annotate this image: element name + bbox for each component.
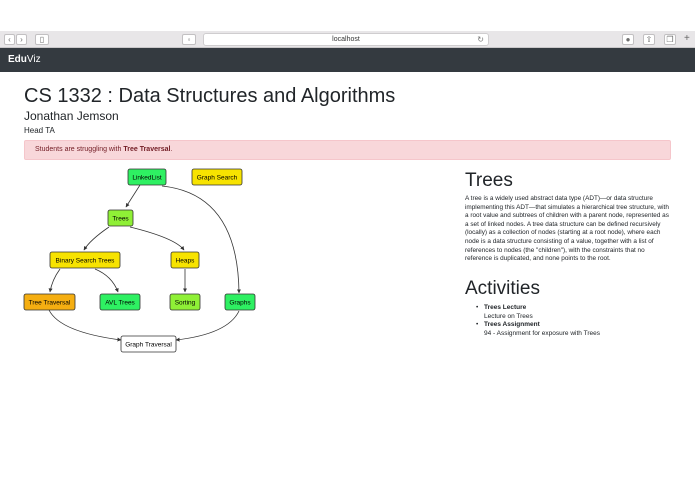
brand-logo[interactable]: EduViz: [8, 53, 41, 67]
activity-item[interactable]: • Trees Lecture Lecture on Trees: [476, 304, 676, 321]
node-box: [23, 293, 76, 311]
activity-detail: 94 - Assignment for exposure with Trees: [484, 329, 600, 337]
edge-linkedlist-graphs: [161, 185, 241, 294]
forward-button[interactable]: ›: [16, 34, 27, 45]
edge-linkedlist-trees: [125, 184, 141, 208]
window-top: [0, 0, 695, 31]
topic-graph: LinkedList Graph Search Trees Binary Sea…: [23, 168, 256, 353]
node-label: Trees: [112, 216, 129, 223]
node-label: AVL Trees: [105, 300, 135, 307]
sidebar-icon: ▯: [39, 35, 45, 44]
address-bar[interactable]: localhost ↻: [203, 33, 489, 46]
user-name: Jonathan Jemson: [24, 109, 119, 123]
node-label: LinkedList: [132, 175, 161, 182]
graph-nodes: LinkedList Graph Search Trees Binary Sea…: [23, 168, 256, 353]
node-box: [170, 251, 200, 269]
topic-title: Trees: [465, 170, 513, 191]
activities-list: • Trees Lecture Lecture on Trees • Trees…: [476, 304, 676, 338]
edge-trees-heaps: [129, 226, 185, 251]
edge-treetraversal-graphtraversal: [48, 309, 122, 342]
node-label: Graphs: [229, 300, 251, 307]
node-trees[interactable]: Trees: [107, 209, 134, 227]
node-linkedlist[interactable]: LinkedList: [127, 168, 167, 186]
node-binary-search-trees[interactable]: Binary Search Trees: [49, 251, 121, 269]
user-role: Head TA: [24, 126, 55, 135]
node-box: [49, 251, 121, 269]
node-heaps[interactable]: Heaps: [170, 251, 200, 269]
course-title: CS 1332 : Data Structures and Algorithms: [24, 85, 396, 107]
brand-bold-text: Edu: [8, 54, 27, 65]
sidebar-toggle-button[interactable]: ▯: [35, 34, 49, 45]
brand-rest-text: Viz: [26, 54, 41, 65]
reader-button[interactable]: ◦: [182, 34, 196, 45]
edge-bst-avltrees: [94, 268, 119, 293]
struggle-alert: Students are struggling with Tree Traver…: [24, 140, 671, 160]
bullet-icon: •: [476, 321, 479, 328]
downloads-button[interactable]: ●: [622, 34, 634, 45]
node-graph-traversal[interactable]: Graph Traversal: [120, 335, 177, 353]
activity-name: Trees Lecture: [484, 304, 527, 311]
eye-icon: ◦: [187, 35, 191, 44]
edge-trees-bst: [83, 226, 110, 251]
navbar: EduViz: [0, 48, 695, 72]
node-sorting[interactable]: Sorting: [169, 293, 201, 311]
share-icon: ⇧: [645, 35, 653, 44]
node-box: [191, 168, 243, 186]
topic-description: A tree is a widely used abstract data ty…: [465, 195, 669, 263]
graph-edges: [48, 184, 241, 342]
browser-toolbar: ‹ › ▯ ◦ localhost ↻ ● ⇧ ❐ +: [0, 31, 695, 48]
share-button[interactable]: ⇧: [643, 34, 655, 45]
node-box: [224, 293, 256, 311]
chevron-right-icon: ›: [20, 35, 23, 44]
reload-icon[interactable]: ↻: [477, 35, 484, 44]
new-tab-icon[interactable]: +: [684, 33, 690, 44]
node-label: Graph Search: [197, 175, 238, 182]
activity-item[interactable]: • Trees Assignment 94 - Assignment for e…: [476, 321, 676, 338]
back-button[interactable]: ‹: [4, 34, 15, 45]
node-label: Sorting: [175, 300, 196, 307]
node-box: [127, 168, 167, 186]
download-icon: ●: [625, 35, 631, 44]
node-label: Tree Traversal: [29, 300, 71, 307]
alert-topic: Tree Traversal: [123, 146, 171, 153]
url-text: localhost: [332, 36, 360, 43]
tabs-icon: ❐: [666, 35, 674, 44]
alert-prefix: Students are struggling with: [35, 146, 122, 153]
node-box: [99, 293, 141, 311]
bullet-icon: •: [476, 304, 479, 311]
tabs-overview-button[interactable]: ❐: [664, 34, 676, 45]
node-avl-trees[interactable]: AVL Trees: [99, 293, 141, 311]
activities-title: Activities: [465, 278, 540, 299]
activity-name: Trees Assignment: [484, 321, 540, 328]
chevron-left-icon: ‹: [8, 35, 11, 44]
node-box: [107, 209, 134, 227]
edge-bst-treetraversal: [48, 268, 61, 293]
node-graph-search[interactable]: Graph Search: [191, 168, 243, 186]
node-label: Heaps: [176, 258, 196, 265]
alert-suffix: .: [170, 146, 173, 153]
edge-graphs-graphtraversal: [175, 310, 240, 342]
activity-detail: Lecture on Trees: [484, 312, 533, 320]
node-label: Graph Traversal: [125, 342, 172, 349]
node-graphs[interactable]: Graphs: [224, 293, 256, 311]
node-box: [169, 293, 201, 311]
node-box: [120, 335, 177, 353]
node-tree-traversal[interactable]: Tree Traversal: [23, 293, 76, 311]
node-label: Binary Search Trees: [56, 258, 116, 265]
